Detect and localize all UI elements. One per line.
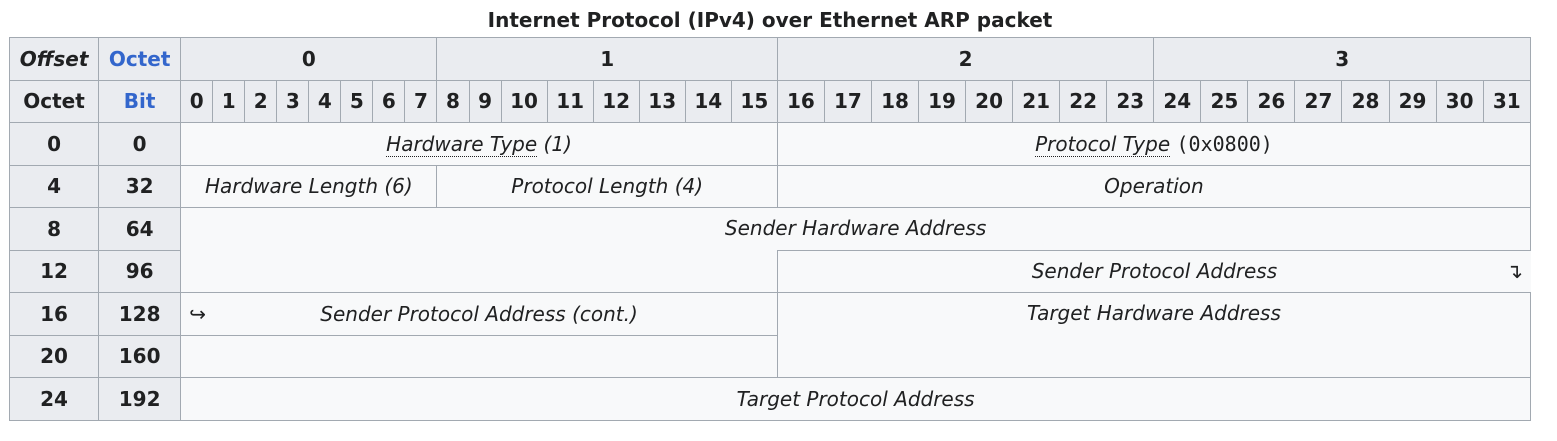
bit-header: 28 bbox=[1341, 79, 1390, 123]
operation-field: Operation bbox=[776, 164, 1532, 208]
bit-header: 30 bbox=[1435, 79, 1484, 123]
row-octet-offset: 0 bbox=[8, 122, 100, 166]
bit-header: 16 bbox=[776, 79, 825, 123]
table-row: 0 0 Hardware Type (1) Protocol Type (0x0… bbox=[8, 122, 1532, 166]
row-bit-offset: 96 bbox=[98, 249, 182, 293]
row-bit-offset: 160 bbox=[98, 334, 182, 378]
bit-header: 2 bbox=[244, 79, 278, 123]
arp-packet-table: Offset Octet 0 1 2 3 Octet Bit 0 1 2 3 4… bbox=[8, 37, 1532, 421]
octet-header: Octet bbox=[98, 37, 182, 81]
table-row: 24 192 Target Protocol Address bbox=[8, 377, 1531, 421]
table-row: 4 32 Hardware Length (6) Protocol Length… bbox=[8, 164, 1532, 208]
target-protocol-address-field: Target Protocol Address bbox=[180, 377, 1531, 421]
bit-header: 1 bbox=[212, 79, 246, 123]
protocol-length-field: Protocol Length (4) bbox=[436, 164, 778, 208]
row-bit-offset: 192 bbox=[98, 377, 182, 421]
target-hardware-address-spill bbox=[180, 335, 778, 378]
bit-header: 6 bbox=[372, 79, 406, 123]
row-octet-offset: 12 bbox=[8, 249, 100, 293]
bit-header: 31 bbox=[1482, 79, 1532, 123]
bit-header-row: Octet Bit 0 1 2 3 4 5 6 7 8 9 10 11 12 1… bbox=[8, 79, 1532, 123]
continue-arrow-icon: ↴ bbox=[1506, 259, 1523, 284]
bit-header: 20 bbox=[965, 79, 1014, 123]
bit-header: 5 bbox=[340, 79, 374, 123]
table-row: 8 64 Sender Hardware Address bbox=[8, 207, 1531, 293]
sender-protocol-address-cont-field: ↪ Sender Protocol Address (cont.) bbox=[180, 292, 778, 336]
hardware-type-link[interactable]: Hardware Type bbox=[386, 131, 538, 157]
bit-header: 27 bbox=[1294, 79, 1343, 123]
protocol-type-field: Protocol Type (0x0800) bbox=[776, 122, 1532, 166]
bit-header: 3 bbox=[276, 79, 310, 123]
bit-header: 21 bbox=[1012, 79, 1061, 123]
bit-header: 12 bbox=[592, 79, 640, 123]
bit-header: 19 bbox=[918, 79, 967, 123]
octet-0-header: 0 bbox=[180, 37, 438, 81]
row-octet-offset: 16 bbox=[8, 292, 100, 336]
bit-header: 17 bbox=[823, 79, 872, 123]
bit-header: 26 bbox=[1247, 79, 1296, 123]
sender-protocol-address-label: Sender Protocol Address bbox=[1031, 259, 1278, 284]
hardware-type-field: Hardware Type (1) bbox=[180, 122, 778, 166]
bit-header: 25 bbox=[1200, 79, 1249, 123]
table-row: 16 128 ↪ Sender Protocol Address (cont.)… bbox=[8, 292, 1532, 378]
protocol-type-value: (0x0800) bbox=[1176, 131, 1273, 156]
bit-header: 24 bbox=[1153, 79, 1202, 123]
row-bit-offset: 32 bbox=[98, 164, 182, 208]
bit-header: 7 bbox=[404, 79, 438, 123]
hardware-length-field: Hardware Length (6) bbox=[180, 164, 438, 208]
offset-header: Offset bbox=[8, 37, 100, 81]
row-octet-offset: 20 bbox=[8, 334, 100, 378]
table-caption: Internet Protocol (IPv4) over Ethernet A… bbox=[487, 8, 1053, 32]
protocol-type-link[interactable]: Protocol Type bbox=[1035, 131, 1171, 157]
bit-column-header: Bit bbox=[98, 79, 182, 123]
bit-header: 10 bbox=[500, 79, 548, 123]
octet-header-row: Offset Octet 0 1 2 3 bbox=[8, 37, 1531, 81]
bit-header: 4 bbox=[308, 79, 342, 123]
bit-header: 15 bbox=[730, 79, 778, 123]
row-bit-offset: 128 bbox=[98, 292, 182, 336]
bit-header: 18 bbox=[870, 79, 920, 123]
row-octet-offset: 8 bbox=[8, 207, 100, 251]
octet-column-header: Octet bbox=[8, 79, 100, 123]
row-octet-offset: 4 bbox=[8, 164, 100, 208]
octet-2-header: 2 bbox=[776, 37, 1155, 81]
bit-header: 8 bbox=[436, 79, 470, 123]
bit-header: 11 bbox=[546, 79, 594, 123]
octet-1-header: 1 bbox=[436, 37, 778, 81]
bit-header: 29 bbox=[1388, 79, 1437, 123]
table-row: 20 160 bbox=[8, 334, 1531, 378]
bit-header: 23 bbox=[1106, 79, 1155, 123]
bit-header: 14 bbox=[684, 79, 732, 123]
target-hardware-address-field: Target Hardware Address bbox=[776, 292, 1532, 378]
row-bit-offset: 0 bbox=[98, 122, 182, 166]
continued-arrow-icon: ↪ bbox=[189, 301, 206, 326]
sender-protocol-address-field: Sender Protocol Address ↴ bbox=[776, 249, 1531, 293]
sender-protocol-address-cont-label: Sender Protocol Address (cont.) bbox=[320, 301, 638, 326]
bit-header: 22 bbox=[1059, 79, 1108, 123]
bit-header: 0 bbox=[180, 79, 214, 123]
octet-3-header: 3 bbox=[1153, 37, 1531, 81]
row-octet-offset: 24 bbox=[8, 377, 100, 421]
row-bit-offset: 64 bbox=[98, 207, 182, 251]
hardware-type-value: (1) bbox=[543, 131, 572, 156]
bit-header: 13 bbox=[638, 79, 686, 123]
bit-header: 9 bbox=[468, 79, 502, 123]
